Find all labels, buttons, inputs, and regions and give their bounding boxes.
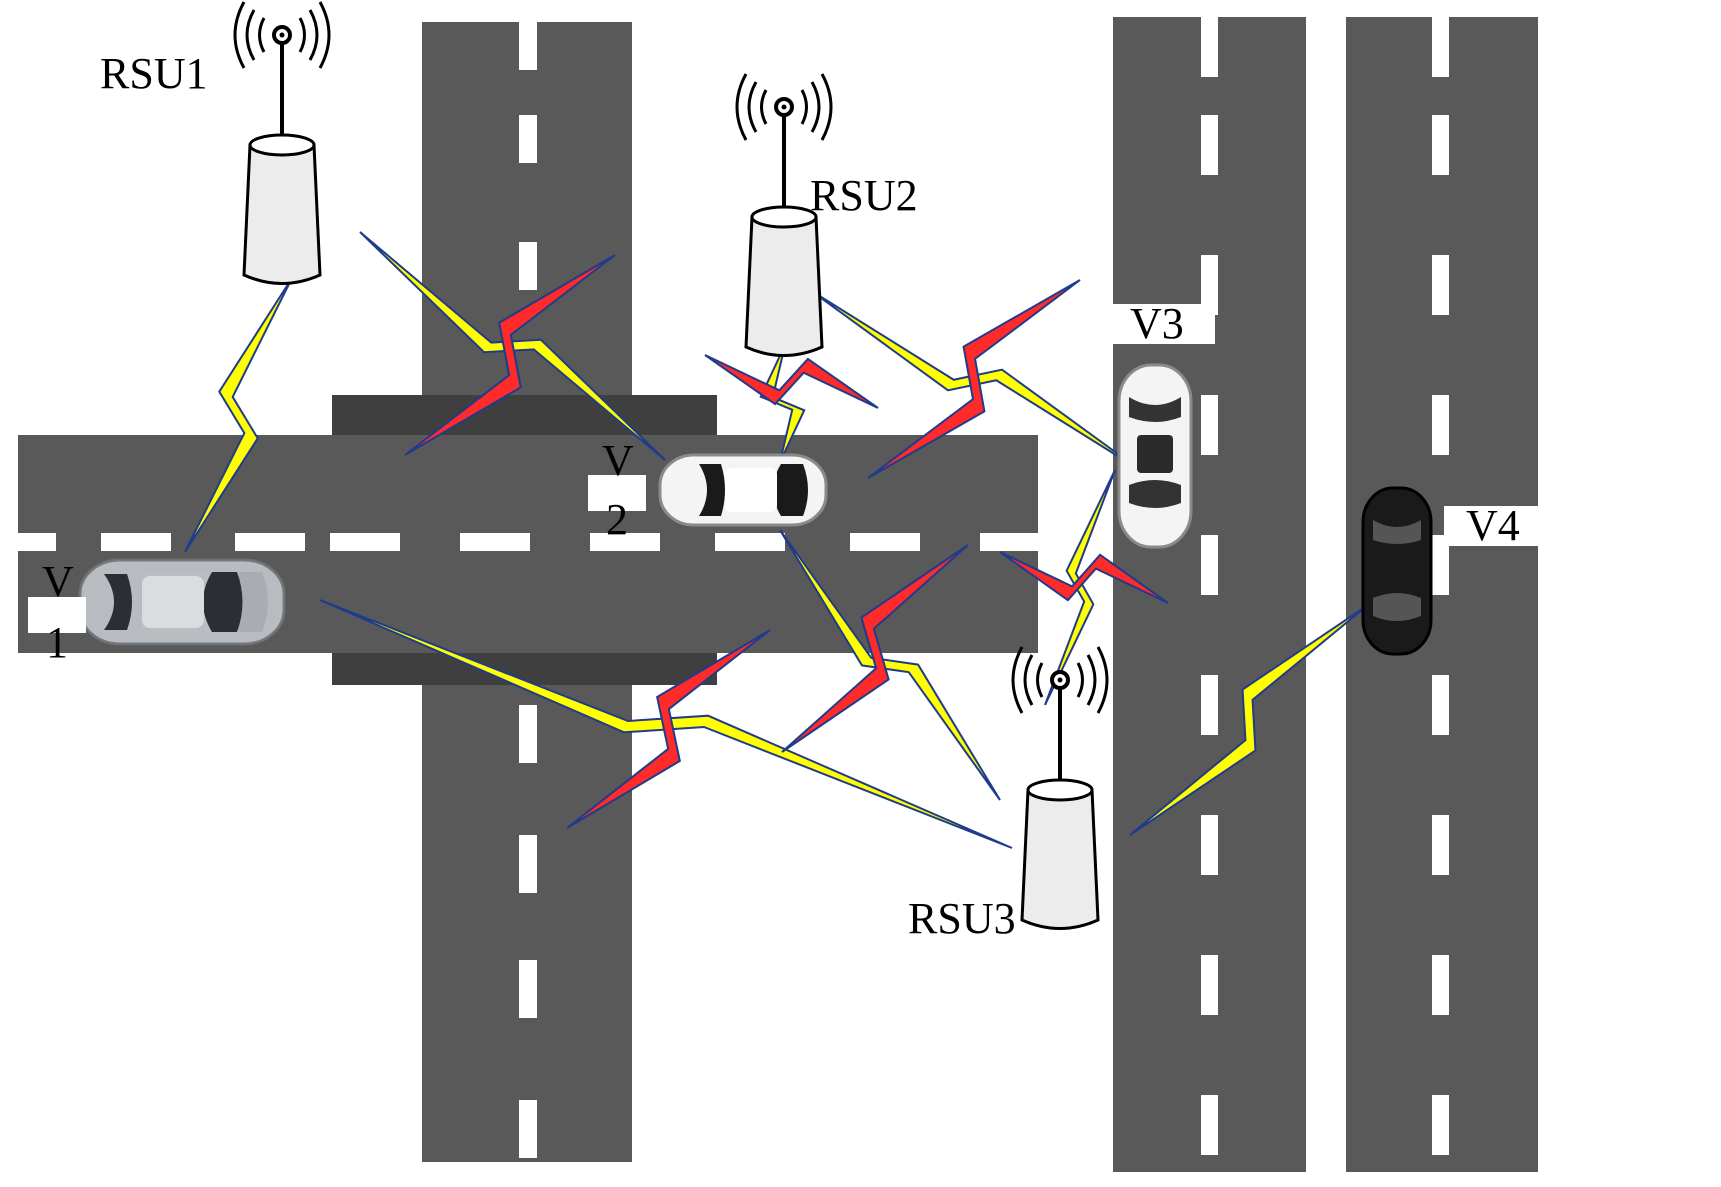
v2v-link-bolt <box>999 551 1169 604</box>
lane-dash <box>460 533 530 551</box>
v4-label: V4 <box>1466 501 1520 550</box>
lane-dash <box>1201 17 1218 77</box>
v2v-link-bolt <box>867 279 1081 479</box>
lane-dash <box>519 960 537 1018</box>
v2i-link-bolt <box>779 529 1001 801</box>
lane-dash <box>18 533 56 551</box>
lane-dash <box>519 705 537 763</box>
lane-dash <box>519 242 537 290</box>
v3-label: V3 <box>1130 299 1184 348</box>
v2-label-line1: V <box>602 436 634 485</box>
v1-label-line1: V <box>42 557 74 606</box>
v3-label-box <box>1112 304 1215 344</box>
v2v-link-bolt <box>566 629 771 829</box>
lane-dash <box>1201 395 1218 455</box>
lane-dash <box>101 533 171 551</box>
communication-links <box>184 231 1369 849</box>
lane-dash <box>980 533 1050 551</box>
lane-dash <box>1201 535 1218 595</box>
lane-dash <box>1432 395 1449 455</box>
lane-dash <box>1432 255 1449 315</box>
lane-dash <box>1201 815 1218 875</box>
lane-dash <box>1432 17 1449 77</box>
rsu3-tower <box>1011 645 1109 931</box>
lane-dash <box>1201 255 1218 315</box>
lane-dash <box>519 1100 537 1158</box>
vehicle-v2 <box>658 453 828 527</box>
lane-dash <box>1432 675 1449 735</box>
lane-dash <box>1201 1095 1218 1155</box>
lane-dash <box>1432 1095 1449 1155</box>
lane-dash <box>1201 115 1218 175</box>
vehicle-v3 <box>1117 363 1193 549</box>
road-network <box>18 17 1538 1172</box>
v2v-link-bolt <box>404 254 616 456</box>
lane-dash <box>715 533 785 551</box>
lane-dash <box>1201 675 1218 735</box>
lane-dash <box>1432 115 1449 175</box>
lane-markings <box>18 17 1449 1158</box>
vehicle-v1 <box>78 558 286 646</box>
v2v-link-bolt <box>781 544 969 753</box>
v2v-link-bolt <box>704 354 879 409</box>
v1-label-line2: 1 <box>46 618 68 667</box>
rsu3-label: RSU3 <box>908 894 1016 943</box>
lane-dash <box>519 22 537 70</box>
lane-dash <box>590 533 660 551</box>
v2-label-box <box>588 475 646 511</box>
lane-dash <box>850 533 920 551</box>
lane-dash <box>519 835 537 893</box>
lane-dash <box>519 115 537 163</box>
lane-dash <box>1432 955 1449 1015</box>
lane-dash <box>1201 955 1218 1015</box>
v1-label-box <box>28 597 86 633</box>
v2-label-line2: 2 <box>606 495 628 544</box>
intersection-shadow-top <box>332 395 717 437</box>
rsu1-label: RSU1 <box>100 49 208 98</box>
rsu2-label: RSU2 <box>810 171 918 220</box>
lane-dash <box>1432 535 1449 595</box>
v2i-link-bolt <box>1129 604 1369 836</box>
lane-dash <box>330 533 400 551</box>
lane-dash <box>1432 815 1449 875</box>
v4-label-box <box>1444 506 1544 546</box>
vehicle-v4 <box>1361 486 1433 656</box>
lane-dash <box>235 533 305 551</box>
rsu1-tower <box>233 0 331 286</box>
v2i-link-bolt <box>184 277 293 553</box>
